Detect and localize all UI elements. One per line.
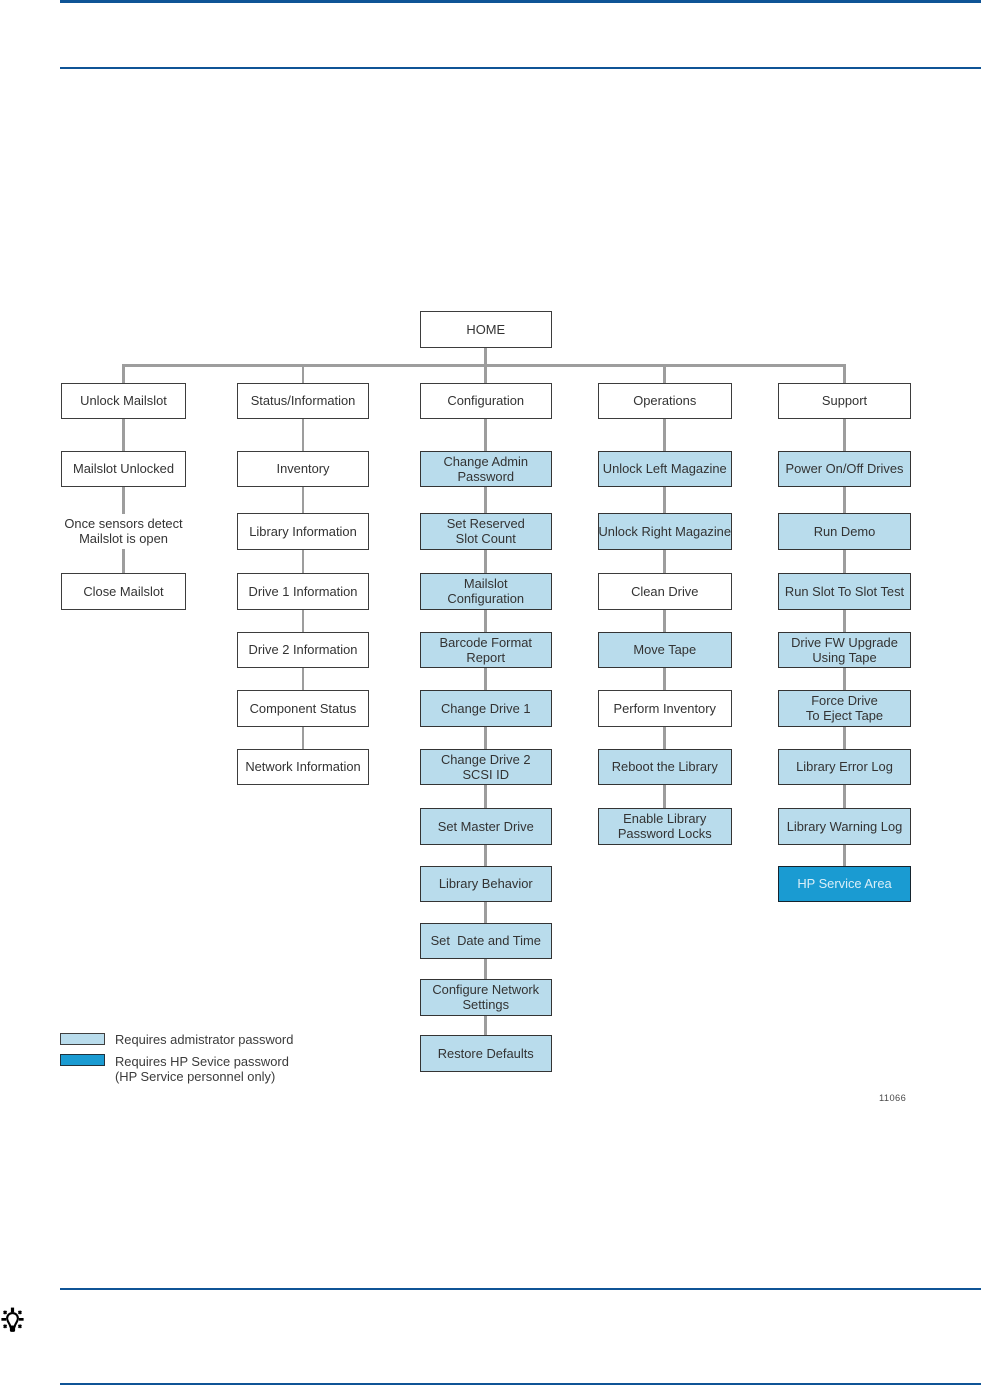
node-run-demo: Run Demo [778, 513, 911, 550]
node-set-master-drive: Set Master Drive [419, 808, 552, 845]
node-set-reserved-slot-count: Set Reserved Slot Count [419, 513, 552, 550]
node-force-drive-to-eject-tape: Force Drive To Eject Tape [778, 690, 911, 727]
connector-operations-4 [663, 608, 667, 633]
connector-operations-6 [663, 725, 667, 750]
node-drive-1-information: Drive 1 Information [237, 573, 369, 610]
node-perform-inventory: Perform Inventory [598, 690, 732, 727]
tip-lightbulb-icon [1, 1307, 24, 1332]
node-restore-defaults: Restore Defaults [419, 1035, 552, 1072]
connector-configuration-6 [484, 725, 488, 750]
connector-operations-7 [663, 784, 667, 809]
connector-configuration-5 [484, 667, 488, 691]
connector-support-1 [843, 418, 846, 452]
node-mailslot-configuration: Mailslot Configuration [419, 573, 552, 610]
node-move-tape: Move Tape [598, 631, 732, 668]
connector-support-6 [843, 725, 846, 750]
node-unlock-right-magazine: Unlock Right Magazine [598, 513, 732, 550]
connector-bus [122, 364, 846, 367]
node-enable-library-password-locks: Enable Library Password Locks [598, 808, 732, 845]
node-unlock-mailslot: Unlock Mailslot [61, 382, 186, 419]
node-library-behavior: Library Behavior [419, 865, 552, 902]
node-set-date-and-time: Set Date and Time [419, 922, 552, 959]
connector-unlock-mailslot-1 [122, 418, 125, 452]
node-reboot-the-library: Reboot the Library [598, 748, 732, 785]
connector-status-information-1 [301, 418, 305, 452]
connector-support-5 [843, 667, 846, 691]
node-drive-fw-upgrade-using-tape: Drive FW Upgrade Using Tape [778, 631, 911, 668]
node-drive-2-information: Drive 2 Information [237, 631, 369, 668]
footer-rule-thick [60, 1382, 981, 1386]
footer-rule-thin [60, 1288, 981, 1291]
connector-configuration-9 [484, 901, 488, 924]
connector-support-8 [843, 843, 846, 867]
connector-configuration-8 [484, 843, 488, 867]
connector-status-information-6 [301, 725, 305, 750]
node-clean-drive: Clean Drive [598, 573, 732, 610]
connector-configuration-2 [484, 486, 488, 514]
node-close-mailslot: Close Mailslot [61, 573, 186, 610]
node-power-on-off-drives: Power On/Off Drives [778, 450, 911, 487]
connector-status-information-5 [301, 667, 305, 691]
node-library-warning-log: Library Warning Log [778, 808, 911, 845]
connector-operations-2 [663, 486, 667, 514]
connector-operations-5 [663, 667, 667, 691]
connector-configuration-11 [484, 1014, 488, 1036]
node-run-slot-to-slot-test: Run Slot To Slot Test [778, 573, 911, 610]
node-operations: Operations [598, 382, 732, 419]
node-barcode-format-report: Barcode Format Report [419, 631, 552, 668]
connector-operations-1 [663, 418, 667, 452]
node-change-admin-password: Change Admin Password [419, 450, 552, 487]
node-component-status: Component Status [237, 690, 369, 727]
node-configuration: Configuration [419, 382, 552, 419]
node-hp-service-area: HP Service Area [778, 865, 911, 902]
node-change-drive-1: Change Drive 1 [419, 690, 552, 727]
figure-number: 11066 [879, 1093, 907, 1103]
connector-home-stub [484, 346, 488, 367]
connector-support-7 [843, 784, 846, 809]
legend-swatch-admin-password [60, 1032, 105, 1045]
legend-swatch-hp-service-password [60, 1054, 105, 1066]
connector-support-3 [843, 548, 846, 574]
node-support: Support [778, 382, 911, 419]
connector-configuration-10 [484, 958, 488, 980]
connector-stub-configuration [484, 367, 488, 384]
node-change-drive-2-scsi-id: Change Drive 2 SCSI ID [419, 748, 552, 785]
node-mailslot-unlocked: Mailslot Unlocked [61, 450, 186, 487]
connector-configuration-4 [484, 608, 488, 633]
node-library-information: Library Information [237, 513, 369, 550]
node-library-error-log: Library Error Log [778, 748, 911, 785]
connector-unlock-mailslot-3 [122, 548, 125, 574]
connector-configuration-3 [484, 548, 488, 574]
node-unlock-left-magazine: Unlock Left Magazine [598, 450, 732, 487]
connector-status-information-2 [301, 486, 305, 514]
note-once-sensors-detect-mailslot-is-open: Once sensors detect Mailslot is open [64, 516, 183, 547]
node-network-information: Network Information [237, 748, 369, 785]
legend-label-hp-service-password: Requires HP Sevice password (HP Service … [115, 1053, 289, 1085]
connector-status-information-4 [301, 608, 305, 633]
connector-stub-status-information [301, 367, 305, 384]
connector-support-2 [843, 486, 846, 514]
connector-stub-unlock-mailslot [122, 367, 125, 384]
connector-unlock-mailslot-2 [122, 486, 125, 514]
connector-configuration-7 [484, 784, 488, 809]
connector-stub-support [843, 367, 846, 384]
legend-label-admin-password: Requires admistrator password [115, 1032, 294, 1047]
node-inventory: Inventory [237, 450, 369, 487]
connector-operations-3 [663, 548, 667, 574]
node-status-information: Status/Information [237, 382, 369, 419]
node-configure-network-settings: Configure Network Settings [419, 979, 552, 1016]
connector-stub-operations [663, 367, 667, 384]
connector-configuration-1 [484, 418, 488, 452]
connector-status-information-3 [301, 548, 305, 574]
node-home: HOME [419, 310, 552, 348]
connector-support-4 [843, 608, 846, 633]
header-rule-thin [60, 67, 981, 69]
header-rule-thick [60, 0, 981, 3]
